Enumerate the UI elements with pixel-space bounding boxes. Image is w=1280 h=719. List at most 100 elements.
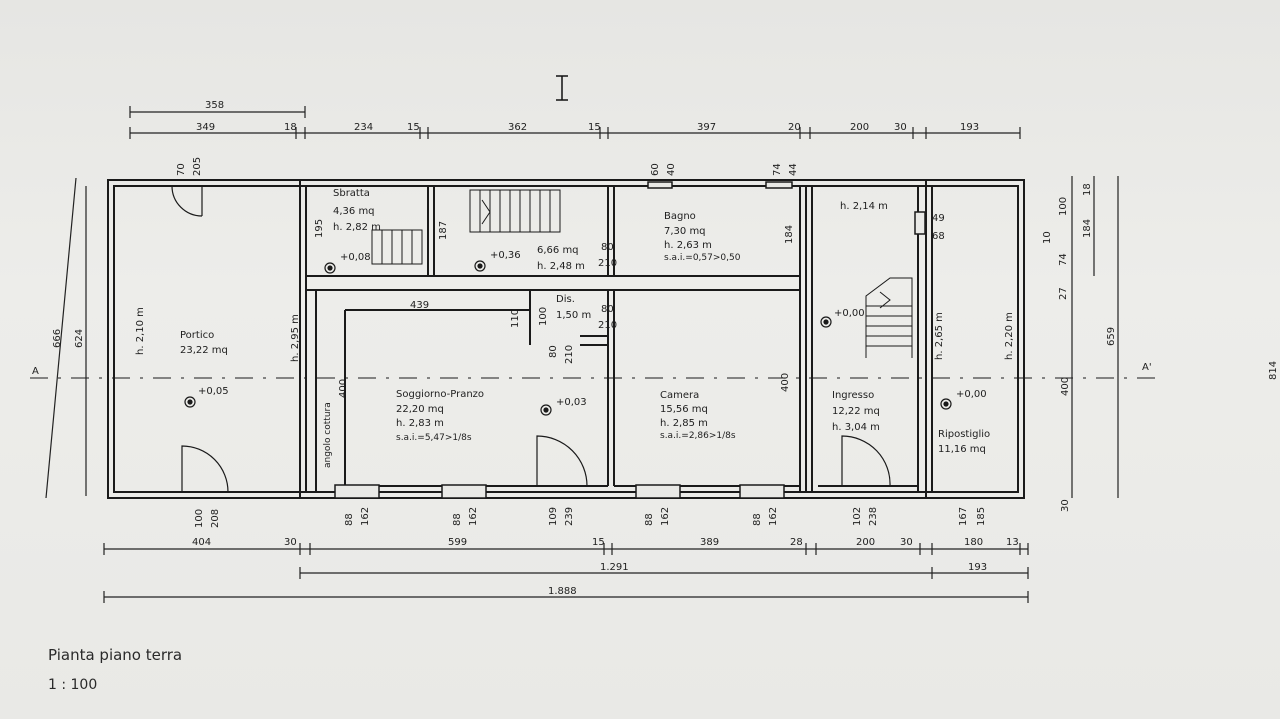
dim-239: 239 (564, 507, 575, 526)
ingresso-dim1: 49 (932, 213, 945, 224)
dim-162c: 162 (660, 507, 671, 526)
dim-15c: 15 (592, 537, 605, 548)
dim-13: 13 (1006, 537, 1019, 548)
dis-d3: 80 (548, 345, 559, 358)
dim-10: 10 (1042, 231, 1053, 244)
dim-18a: 18 (284, 122, 297, 133)
bagno-area: 7,30 mq (664, 226, 706, 237)
right-dimension-lines (1071, 176, 1119, 498)
soggiorno-level: +0,03 (556, 397, 587, 408)
bagno-name: Bagno (664, 211, 696, 222)
dim-185: 185 (976, 507, 987, 526)
dim-100b: 100 (194, 509, 205, 528)
dim-88b: 88 (452, 513, 463, 526)
dim-200b: 200 (856, 537, 875, 548)
room-labels: Portico 23,22 mq +0,05 h. 2,10 m h. 2,95… (135, 188, 1015, 468)
top-dimension-texts: 358 349 18 234 15 362 15 397 20 200 30 1… (196, 100, 979, 133)
portico-area: 23,22 mq (180, 345, 228, 356)
sbratta-name: Sbratta (333, 188, 370, 199)
ingresso-height-side: h. 2,65 m (934, 312, 945, 360)
dim-30a: 30 (894, 122, 907, 133)
windows (334, 181, 926, 499)
dim-200: 200 (850, 122, 869, 133)
stairs (371, 189, 913, 358)
dim-193a: 193 (960, 122, 979, 133)
portico-height: h. 2,10 m (135, 307, 146, 355)
soggiorno-sai: s.a.i.=5,47>1/8s (396, 433, 472, 443)
dim-167: 167 (958, 507, 969, 526)
ingresso-height: h. 3,04 m (832, 422, 880, 433)
bagno-height: h. 2,63 m (664, 240, 712, 251)
dim-28: 28 (790, 537, 803, 548)
dim-184b: 184 (1082, 219, 1093, 238)
dis-door-w: 80 (601, 304, 614, 315)
dim-208: 208 (210, 509, 221, 528)
sbratta-dim: 195 (314, 219, 325, 238)
stair-room-level: +0,36 (490, 250, 521, 261)
dim-599: 599 (448, 537, 467, 548)
dim-358: 358 (205, 100, 224, 111)
dim-20: 20 (788, 122, 801, 133)
dim-624: 624 (74, 329, 85, 348)
dim-88a: 88 (344, 513, 355, 526)
dim-44: 44 (788, 163, 799, 176)
dim-15b: 15 (588, 122, 601, 133)
dim-234: 234 (354, 122, 373, 133)
portico-level: +0,05 (198, 386, 229, 397)
ripostiglio-level: +0,00 (956, 389, 987, 400)
dim-1291: 1.291 (600, 562, 629, 573)
level-markers (184, 260, 952, 416)
dim-666: 666 (52, 329, 63, 348)
dim-30d: 30 (1060, 499, 1071, 512)
top-dimension-lines (129, 106, 1021, 139)
dim-162b: 162 (468, 507, 479, 526)
dim-1888: 1.888 (548, 586, 577, 597)
dim-27: 27 (1058, 287, 1069, 300)
dim-162d: 162 (768, 507, 779, 526)
soggiorno-area: 22,20 mq (396, 404, 444, 415)
dim-193b: 193 (968, 562, 987, 573)
stair-room-height: h. 2,48 m (537, 261, 585, 272)
plan-title: Pianta piano terra (48, 646, 183, 664)
soggiorno-dim2: 400 (338, 379, 349, 398)
portico-height2: h. 2,95 m (290, 314, 301, 362)
dim-349: 349 (196, 122, 215, 133)
camera-sai: s.a.i.=2,86>1/8s (660, 431, 736, 441)
dim-60: 60 (650, 163, 661, 176)
left-dimension-lines (45, 177, 87, 499)
dis-d4: 210 (564, 345, 575, 364)
dim-205: 205 (192, 157, 203, 176)
dim-18b: 18 (1082, 183, 1093, 196)
plan-scale: 1 : 100 (48, 677, 98, 693)
dim-88d: 88 (752, 513, 763, 526)
ripostiglio-height: h. 2,20 m (1004, 312, 1015, 360)
bottom-dimension-texts: 404 30 599 15 389 28 200 30 180 13 1.291… (192, 537, 1019, 597)
bottom-dimension-lines (103, 543, 1029, 603)
dim-74b: 74 (1058, 253, 1069, 266)
opening-dims-bottom: 100 208 88 162 88 162 109 239 88 162 88 … (194, 507, 987, 528)
dim-109: 109 (548, 507, 559, 526)
dis-door-h: 210 (598, 320, 617, 331)
soggiorno-dim: 439 (410, 300, 429, 311)
soggiorno-height: h. 2,83 m (396, 418, 444, 429)
ripostiglio-area: 11,16 mq (938, 444, 986, 455)
text-cursor-icon (556, 75, 568, 101)
section-label-left: A (32, 366, 39, 377)
dim-659: 659 (1106, 327, 1117, 346)
opening-dims-top: 70 205 60 40 74 44 (176, 157, 799, 176)
stair-room-door-h: 210 (598, 258, 617, 269)
sbratta-height: h. 2,82 m (333, 222, 381, 233)
ingresso-name: Ingresso (832, 390, 874, 401)
ingresso-dim2: 68 (932, 231, 945, 242)
dim-100c: 100 (1058, 197, 1069, 216)
ripostiglio-name: Ripostiglio (938, 429, 990, 440)
sbratta-area: 4,36 mq (333, 206, 375, 217)
dis-name: Dis. (556, 294, 575, 305)
dim-30c: 30 (900, 537, 913, 548)
dim-404: 404 (192, 537, 211, 548)
camera-name: Camera (660, 390, 699, 401)
ingresso-area: 12,22 mq (832, 406, 880, 417)
sbratta-level: +0,08 (340, 252, 371, 263)
stair-room-door-w: 80 (601, 242, 614, 253)
